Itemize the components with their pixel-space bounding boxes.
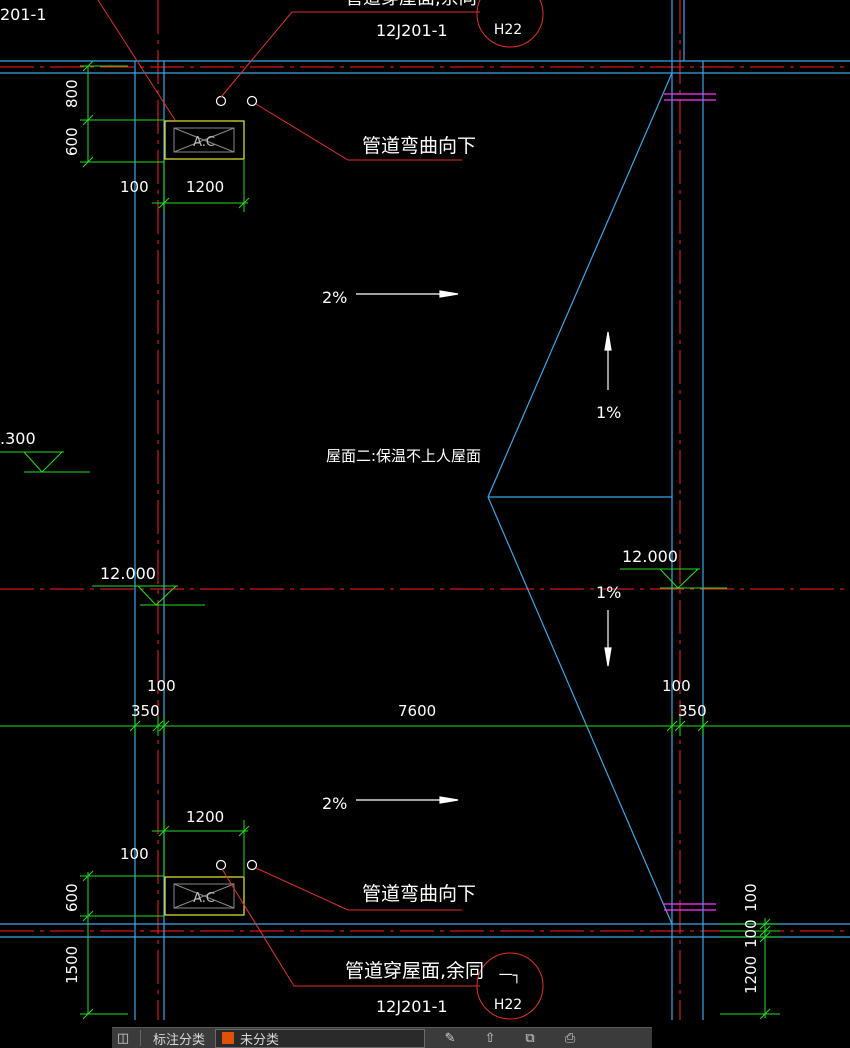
top-note-partial: 管道穿屋面,余同 [345,0,477,9]
elevation-right: 12.000 [622,547,678,566]
detail-circle-bottom [476,952,544,1020]
elevation-left: 12.000 [100,564,156,583]
dimension-lines [0,60,850,1020]
toolbar-actions: ✎ ⇧ ⧉ ⎙ [439,1028,581,1048]
slope-label-right-down: 1% [596,583,621,602]
slope-label-right-up: 1% [596,403,621,422]
dim-350-right: 350 [678,702,707,720]
edit-icon[interactable]: ✎ [444,1030,456,1046]
bottom-toolbar: ◫ 标注分类 未分类 ✎ ⇧ ⧉ ⎙ [112,1027,652,1048]
vent-label-bottom: A.C [193,891,215,906]
dim-100-left: 100 [147,677,176,695]
print-icon[interactable]: ⎙ [564,1030,576,1046]
vent-box-bottom[interactable]: A.C [164,876,245,916]
roof-name-label: 屋面二:保温不上人屋面 [326,447,481,465]
pipe-circles[interactable] [215,95,258,871]
toolbar-separator [140,1030,141,1046]
dim-1200-top: 1200 [186,178,224,196]
dim-100-right-b: 100 [742,919,760,948]
walls [0,0,850,1020]
category-selector[interactable]: 未分类 [215,1028,426,1048]
axis-lines [0,0,850,1020]
pipe-bend-label-bottom: 管道弯曲向下 [362,883,476,905]
bottom-standard: 12J201-1 [376,997,448,1016]
elevation-left-partial: .300 [0,429,36,448]
annotation-category-label: 标注分类 [153,1032,206,1048]
bottom-detail-mark: 一┐ [499,968,521,984]
vent-box-top[interactable]: A.C [164,120,245,160]
ridge-line-bottom [487,496,673,925]
dim-600-top: 600 [63,127,81,156]
vent-label-top: A.C [193,135,215,150]
dim-100-bottom: 100 [120,845,149,863]
dim-100-right: 100 [662,677,691,695]
slope-arrows [356,290,612,804]
dim-1500: 1500 [63,946,81,984]
top-detail-number: H22 [494,22,522,38]
slope-label-bottom: 2% [322,794,347,813]
dim-1200-bottom: 1200 [186,808,224,826]
bottom-detail-number: H22 [494,997,522,1013]
pipe-bend-label-top: 管道弯曲向下 [362,135,476,157]
ridge-line-top [487,72,673,498]
layers-icon[interactable]: ◫ [116,1030,130,1046]
detail-circle-top [476,0,544,48]
dim-100-right-a: 100 [742,883,760,912]
dim-800: 800 [63,79,81,108]
bottom-note: 管道穿屋面,余同 [345,960,484,982]
leader-lines [97,0,544,1020]
category-color-swatch [222,1032,235,1044]
export-icon[interactable]: ⇧ [484,1030,496,1046]
dim-1200-right: 1200 [742,956,760,994]
drawing-text: 201-1 管道穿屋面,余同 12J201-1 H22 管道弯曲向下 2% 1%… [0,0,760,1016]
dim-350-left: 350 [131,702,160,720]
dim-7600: 7600 [398,702,436,720]
top-standard: 12J201-1 [376,21,448,40]
slope-label-top: 2% [322,288,347,307]
copy-icon[interactable]: ⧉ [525,1030,535,1046]
dim-100-top: 100 [120,178,149,196]
top-ref-partial: 201-1 [0,5,47,24]
scuppers [664,93,716,911]
category-selector-label: 未分类 [240,1032,280,1048]
dim-600-bottom: 600 [63,883,81,912]
